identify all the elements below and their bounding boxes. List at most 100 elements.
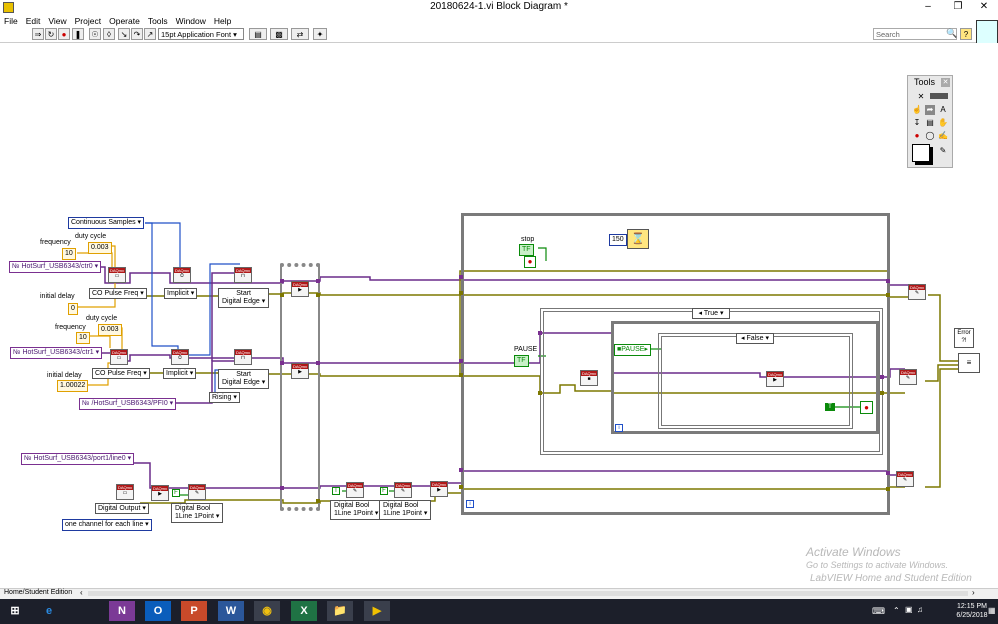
- word-icon[interactable]: W: [218, 601, 244, 621]
- keyboard-icon[interactable]: ⌨: [872, 606, 885, 616]
- tray-up-icon[interactable]: ⌃: [893, 606, 900, 615]
- pause-icon[interactable]: ❚: [72, 28, 84, 40]
- cleanup-diagram-icon[interactable]: ✦: [313, 28, 327, 40]
- daqmx-create-channel-vi-0[interactable]: DAQmx▭: [108, 267, 126, 283]
- case-selector-false[interactable]: ◂ False ▾: [736, 333, 774, 344]
- color-swatch-icon[interactable]: [912, 144, 930, 162]
- clock-time[interactable]: 12:15 PM: [957, 603, 987, 610]
- edge-icon[interactable]: e: [45, 605, 53, 617]
- position-tool-icon[interactable]: ➦: [925, 105, 935, 115]
- run-continuously-icon[interactable]: ↻: [45, 28, 57, 40]
- line-grouping-ring[interactable]: one channel for each line ▾: [62, 519, 152, 531]
- notifications-icon[interactable]: ▦: [988, 606, 996, 615]
- breakpoint-tool-icon[interactable]: ●: [914, 131, 920, 140]
- step-over-icon[interactable]: ↷: [131, 28, 143, 40]
- network-icon[interactable]: ▣: [905, 605, 913, 614]
- frequency-const-0[interactable]: 10: [62, 248, 76, 260]
- stop-condition-icon[interactable]: ●: [524, 256, 536, 268]
- daqmx-start-task-vi-4[interactable]: DAQmx▶: [766, 371, 784, 387]
- case-structure-inner[interactable]: [658, 333, 853, 429]
- initial-delay-const-0[interactable]: 0: [68, 303, 78, 315]
- restore-icon[interactable]: ❐: [953, 1, 963, 12]
- retain-wire-values-icon[interactable]: ◊: [103, 28, 115, 40]
- wait-ms-icon[interactable]: ⌛: [627, 229, 649, 249]
- implicit-selector-1[interactable]: Implicit ▾: [163, 368, 197, 379]
- pause-button-terminal[interactable]: TF: [514, 355, 529, 367]
- simple-error-handler-icon[interactable]: Error?!: [954, 328, 974, 348]
- object-shortcut-menu-tool-icon[interactable]: ▤: [926, 118, 934, 127]
- menu-help[interactable]: Help: [213, 16, 232, 26]
- true-const-icon-1[interactable]: T: [825, 403, 835, 411]
- onenote-icon[interactable]: N: [109, 601, 135, 621]
- operate-value-tool-icon[interactable]: ☝: [912, 105, 922, 114]
- menu-edit[interactable]: Edit: [25, 16, 41, 26]
- daqmx-create-channel-vi-1[interactable]: DAQmx▭: [110, 349, 128, 365]
- daqmx-timing-vi-0[interactable]: DAQmx⏱: [173, 267, 191, 283]
- counter-ctr1-const[interactable]: № HotSurf_USB6343/ctr1 ▾: [10, 347, 103, 359]
- search-icon[interactable]: 🔍: [946, 28, 958, 38]
- vi-connector-icon[interactable]: [976, 20, 998, 44]
- font-selector[interactable]: 15pt Application Font ▾: [158, 28, 244, 40]
- menu-file[interactable]: File: [4, 16, 18, 26]
- daqmx-create-do-channel-vi[interactable]: DAQmx▭: [116, 484, 134, 500]
- daqmx-start-task-vi-0[interactable]: DAQmx▶: [291, 281, 309, 297]
- menu-tools[interactable]: Tools: [147, 16, 168, 26]
- powerpoint-icon[interactable]: P: [181, 601, 207, 621]
- probe-tool-icon[interactable]: ◯: [925, 131, 935, 140]
- align-objects-icon[interactable]: ▤: [249, 28, 267, 40]
- daqmx-trigger-vi-0[interactable]: DAQmx⊓: [234, 267, 252, 283]
- step-out-icon[interactable]: ↗: [144, 28, 156, 40]
- minimize-icon[interactable]: –: [925, 1, 931, 12]
- duty-cycle-const-0[interactable]: 0.003: [88, 242, 112, 254]
- digital-output-selector[interactable]: Digital Output ▾: [95, 503, 149, 514]
- menu-operate[interactable]: Operate: [109, 16, 140, 26]
- wait-ms-const[interactable]: 150: [609, 234, 627, 246]
- clock-date[interactable]: 6/25/2018: [956, 612, 988, 619]
- close-icon[interactable]: ✕: [979, 1, 989, 12]
- case-selector-true[interactable]: ◂ True ▾: [692, 308, 730, 319]
- false-const-icon-1[interactable]: F: [380, 487, 388, 495]
- daqmx-clear-task-vi-1[interactable]: DAQmx✎: [899, 369, 917, 385]
- windows-start-icon[interactable]: ⊞: [10, 605, 20, 617]
- horizontal-scroll-right-icon[interactable]: ›: [972, 588, 975, 597]
- menu-project[interactable]: Project: [74, 16, 102, 26]
- co-pulse-freq-selector-1[interactable]: CO Pulse Freq ▾: [92, 368, 150, 379]
- stop-button-terminal[interactable]: TF: [519, 244, 534, 256]
- daqmx-stop-task-vi-0[interactable]: DAQmx■: [580, 370, 598, 386]
- distribute-objects-icon[interactable]: ▩: [270, 28, 288, 40]
- merge-errors-icon[interactable]: ≡: [958, 353, 980, 373]
- tools-palette[interactable]: Tools ✕ ✕ ☝ ➦ A ↧ ▤ ✋ ● ◯ ✍ ✎: [907, 75, 953, 168]
- auto-tool-icon[interactable]: ✕: [917, 92, 925, 101]
- inner-while-loop[interactable]: [611, 321, 879, 434]
- volume-icon[interactable]: ♫: [917, 605, 923, 614]
- daqmx-timing-vi-1[interactable]: DAQmx⏱: [171, 349, 189, 365]
- horizontal-scrollbar[interactable]: [88, 591, 968, 596]
- file-explorer-icon[interactable]: 📁: [327, 601, 353, 621]
- daqmx-start-task-vi-3[interactable]: DAQmx▶: [151, 485, 169, 501]
- block-diagram[interactable]: Continuous Samples ▾ duty cycle 0.003 fr…: [0, 43, 998, 588]
- outlook-icon[interactable]: O: [145, 601, 171, 621]
- labview-taskbar-icon[interactable]: ▶: [364, 601, 390, 621]
- while-loop[interactable]: [461, 213, 890, 515]
- run-arrow-icon[interactable]: ⇒: [32, 28, 44, 40]
- set-color-tool-icon[interactable]: ✎: [939, 146, 947, 155]
- daqmx-start-task-vi-1[interactable]: DAQmx▶: [291, 363, 309, 379]
- daqmx-write-vi-0[interactable]: DAQmx✎: [188, 484, 206, 500]
- abort-icon[interactable]: ●: [58, 28, 70, 40]
- implicit-selector-0[interactable]: Implicit ▾: [164, 288, 198, 299]
- flat-sequence-structure[interactable]: [280, 263, 320, 511]
- menu-window[interactable]: Window: [175, 16, 206, 26]
- edit-text-tool-icon[interactable]: A: [940, 105, 946, 114]
- scroll-window-tool-icon[interactable]: ✋: [938, 118, 948, 127]
- pfi0-const[interactable]: № /HotSurf_USB6343/PFI0 ▾: [79, 398, 177, 410]
- daqmx-start-task-vi-2[interactable]: DAQmx▶: [430, 481, 448, 497]
- daqmx-write-vi-2[interactable]: DAQmx✎: [394, 482, 412, 498]
- context-help-icon[interactable]: ?: [960, 28, 972, 40]
- counter-ctr0-const[interactable]: № HotSurf_USB6343/ctr0 ▾: [9, 261, 102, 273]
- daqmx-write-vi-1[interactable]: DAQmx✎: [346, 482, 364, 498]
- initial-delay-const-1[interactable]: 1.00022: [57, 380, 89, 392]
